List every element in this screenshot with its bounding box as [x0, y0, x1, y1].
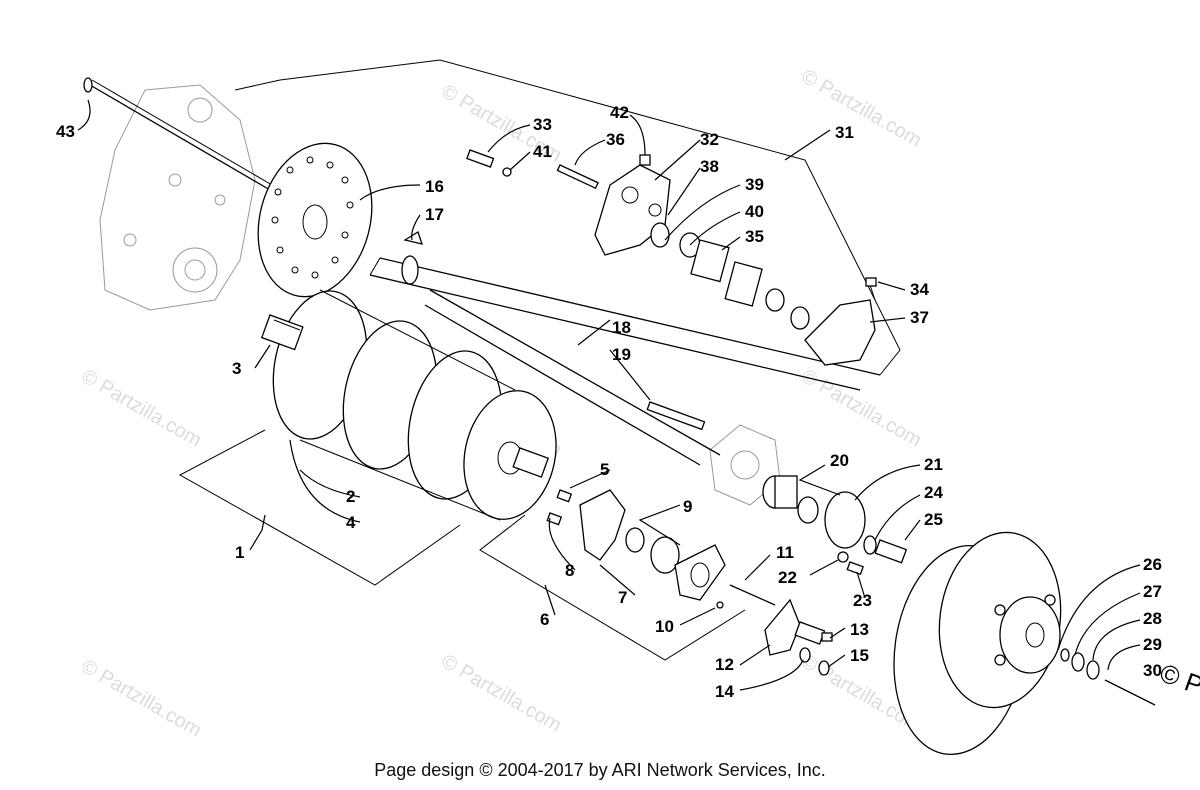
cap-screw [846, 561, 864, 576]
callout-25: 25 [924, 510, 943, 529]
spacer-tube [874, 539, 908, 564]
caliper-half [804, 277, 877, 366]
callout-17: 17 [425, 205, 444, 224]
washer [863, 535, 877, 555]
callout-41: 41 [533, 142, 552, 161]
callout-40: 40 [745, 202, 764, 221]
sprocket-group-outline [178, 429, 461, 586]
drive-shaft [369, 255, 881, 466]
callout-4: 4 [346, 513, 356, 532]
callout-23: 23 [853, 591, 872, 610]
callout-37: 37 [910, 308, 929, 327]
callout-11: 11 [776, 543, 794, 562]
callout-3: 3 [232, 359, 241, 378]
callout-10: 10 [655, 617, 674, 636]
callout-24: 24 [924, 483, 943, 502]
callout-19: 19 [612, 345, 631, 364]
callout-13: 13 [850, 620, 869, 639]
callout-15: 15 [850, 646, 869, 665]
callout-42: 42 [610, 103, 629, 122]
callout-8: 8 [565, 561, 574, 580]
callout-7: 7 [618, 588, 627, 607]
woodruff-key [403, 231, 423, 245]
watermark: © Partzilla.com [798, 365, 926, 451]
callout-39: 39 [745, 175, 764, 194]
caliper-group-outline [234, 59, 901, 376]
leader-lines [77, 99, 1141, 691]
callout-26: 26 [1143, 555, 1162, 574]
callout-32: 32 [700, 130, 719, 149]
callout-27: 27 [1143, 582, 1162, 601]
callout-28: 28 [1143, 609, 1162, 628]
callout-16: 16 [425, 177, 444, 196]
callout-9: 9 [683, 497, 692, 516]
callout-31: 31 [835, 123, 854, 142]
callout-12: 12 [715, 655, 734, 674]
callout-29: 29 [1143, 635, 1162, 654]
bearing-group-parts [546, 489, 833, 676]
bearing-flange [824, 491, 866, 549]
stub-shaft [260, 314, 304, 351]
shaft-key [646, 401, 706, 431]
callout-38: 38 [700, 157, 719, 176]
callout-5: 5 [600, 460, 609, 479]
watermark: © Partzilla.com [438, 650, 566, 736]
nut [837, 551, 849, 563]
caliper-hardware [466, 149, 651, 190]
brake-disc [257, 142, 373, 298]
part-labels: 1 2 3 4 5 6 7 8 9 10 11 12 13 14 15 16 1… [56, 103, 1162, 701]
callout-2: 2 [346, 487, 355, 506]
watermark: © Partzilla.com [78, 655, 206, 741]
watermark: © Partzilla.com [78, 365, 206, 451]
callout-36: 36 [606, 130, 625, 149]
drive-sprocket-assembly [272, 289, 557, 521]
edge-watermark: © Pa [1156, 657, 1200, 705]
callout-34: 34 [910, 280, 929, 299]
callout-33: 33 [533, 115, 552, 134]
callout-43: 43 [56, 122, 75, 141]
callout-22: 22 [778, 568, 797, 587]
clutch-hardware [1060, 648, 1156, 706]
brake-caliper [594, 164, 810, 330]
callout-18: 18 [612, 318, 631, 337]
callout-14: 14 [715, 682, 734, 701]
long-bolt [83, 77, 273, 191]
bearing-group-outline [479, 514, 746, 661]
driven-clutch [893, 531, 1062, 756]
chaincase-housing-ghost [99, 84, 256, 311]
callout-6: 6 [540, 610, 549, 629]
callout-35: 35 [745, 227, 764, 246]
copyright-footer: Page design © 2004-2017 by ARI Network S… [374, 760, 826, 780]
callout-1: 1 [235, 543, 244, 562]
callout-30: 30 [1143, 661, 1162, 680]
callout-20: 20 [830, 451, 849, 470]
callout-21: 21 [924, 455, 943, 474]
